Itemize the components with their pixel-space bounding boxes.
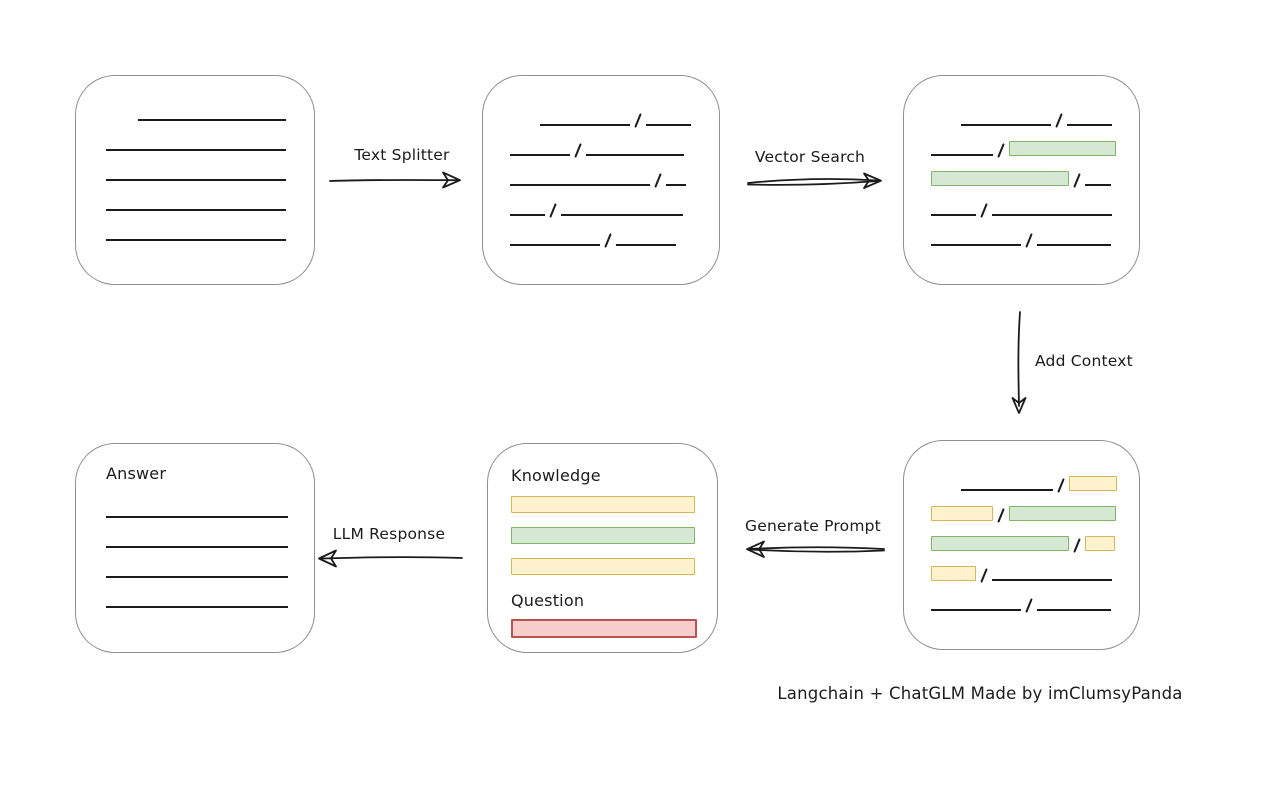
chunk-row xyxy=(931,521,1139,553)
text-row xyxy=(106,181,314,211)
chunk-row xyxy=(931,126,1139,158)
yellow-bar xyxy=(511,558,695,575)
context-rows xyxy=(904,441,1139,613)
chunk-row xyxy=(510,126,719,158)
text-line xyxy=(1037,244,1111,246)
knowledge-bars xyxy=(511,496,717,575)
green-chunk xyxy=(931,171,1069,186)
text-line xyxy=(931,609,1021,611)
search-result-rows xyxy=(904,76,1139,248)
text-line xyxy=(666,184,686,186)
chunk-row xyxy=(931,581,1139,613)
text-row xyxy=(106,121,314,151)
yellow-bar xyxy=(511,496,695,513)
node-source-document xyxy=(75,75,315,285)
text-line xyxy=(1037,609,1111,611)
split-slash xyxy=(1025,598,1033,613)
text-line xyxy=(106,546,288,548)
node-split-chunks xyxy=(482,75,720,285)
split-slash xyxy=(604,233,612,248)
text-line xyxy=(106,576,288,578)
llm-response-label: LLM Response xyxy=(332,525,446,543)
answer-lines xyxy=(106,488,314,608)
chunk-row xyxy=(510,156,719,188)
chunk-row xyxy=(931,551,1139,583)
add-context-arrow xyxy=(1011,311,1027,414)
node-context-chunks xyxy=(903,440,1140,650)
text-line xyxy=(106,516,288,518)
chunk-row xyxy=(931,216,1139,248)
document-lines xyxy=(76,76,314,241)
node-answer: Answer xyxy=(75,443,315,653)
text-row xyxy=(106,548,314,578)
text-line xyxy=(1085,184,1111,186)
chunk-row xyxy=(931,186,1139,218)
text-line xyxy=(931,154,993,156)
text-row xyxy=(106,211,314,241)
yellow-chunk xyxy=(931,506,993,521)
yellow-chunk xyxy=(931,566,976,581)
chunk-row xyxy=(931,461,1139,493)
chunk-row xyxy=(931,96,1139,128)
text-line xyxy=(106,239,286,241)
green-chunk xyxy=(931,536,1069,551)
llm-response-arrow xyxy=(318,549,463,568)
chunk-row xyxy=(510,186,719,218)
generate-prompt-label: Generate Prompt xyxy=(745,517,881,535)
text-line xyxy=(586,154,684,156)
text-line xyxy=(561,214,683,216)
node-prompt: Knowledge Question xyxy=(487,443,718,653)
caption: Langchain + ChatGLM Made by imClumsyPand… xyxy=(777,684,1183,703)
generate-prompt-arrow xyxy=(746,540,885,558)
text-line xyxy=(138,119,286,121)
text-line xyxy=(992,579,1112,581)
text-row xyxy=(106,518,314,548)
text-line xyxy=(106,179,286,181)
text-row xyxy=(106,151,314,181)
text-line xyxy=(961,489,1053,491)
chunk-row xyxy=(931,156,1139,188)
text-line xyxy=(931,214,976,216)
question-bars xyxy=(511,619,717,638)
node-search-results xyxy=(903,75,1140,285)
red-bar xyxy=(511,619,697,638)
chunk-row xyxy=(510,96,719,128)
yellow-chunk xyxy=(1069,476,1117,491)
text-line xyxy=(540,124,630,126)
vector-search-arrow xyxy=(747,172,882,189)
text-line xyxy=(510,244,600,246)
text-line xyxy=(646,124,691,126)
text-line xyxy=(106,606,288,608)
chunk-rows xyxy=(483,76,719,248)
text-line xyxy=(510,154,570,156)
chunk-row xyxy=(931,491,1139,523)
answer-title: Answer xyxy=(106,464,167,483)
yellow-chunk xyxy=(1085,536,1115,551)
vector-search-label: Vector Search xyxy=(754,148,866,166)
text-row xyxy=(106,91,314,121)
green-bar xyxy=(511,527,695,544)
question-title: Question xyxy=(511,591,585,610)
text-line xyxy=(106,149,286,151)
text-line xyxy=(931,244,1021,246)
text-row xyxy=(106,578,314,608)
text-line xyxy=(106,209,286,211)
text-line xyxy=(992,214,1112,216)
text-line xyxy=(1067,124,1112,126)
add-context-label: Add Context xyxy=(1035,352,1133,370)
text-line xyxy=(510,184,650,186)
split-slash xyxy=(1025,233,1033,248)
text-line xyxy=(510,214,545,216)
green-chunk xyxy=(1009,506,1116,521)
text-row xyxy=(106,488,314,518)
chunk-row xyxy=(510,216,719,248)
green-chunk xyxy=(1009,141,1116,156)
text-splitter-label: Text Splitter xyxy=(354,146,450,164)
knowledge-title: Knowledge xyxy=(511,466,601,485)
text-line xyxy=(961,124,1051,126)
text-splitter-arrow xyxy=(329,171,461,189)
text-line xyxy=(616,244,676,246)
